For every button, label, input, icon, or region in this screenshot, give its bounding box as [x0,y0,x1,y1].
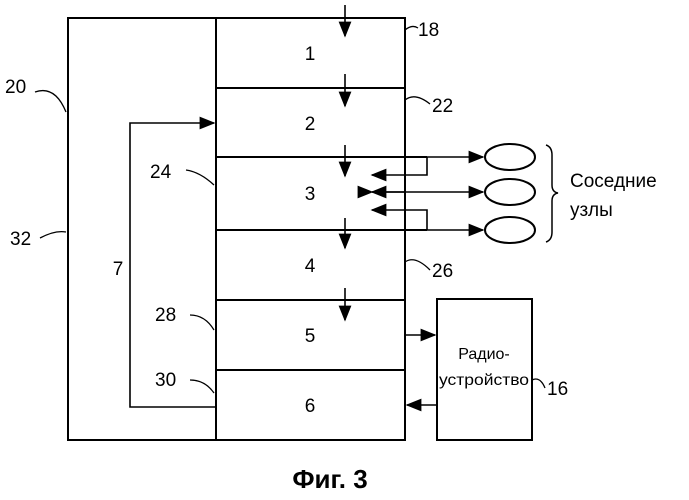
ref-20: 20 [5,77,26,98]
layer-3: 3 [305,184,316,205]
radio-device-box [437,299,532,440]
neighbor-node [485,217,535,243]
leader-lines [35,26,545,393]
ref-30: 30 [155,370,176,391]
loop-label: 7 [113,259,124,280]
radio-label-1: Радио- [458,346,510,363]
layer-4: 4 [305,256,316,277]
neighbor-links [372,157,483,230]
ref-26: 26 [432,261,453,282]
neighbor-node [485,179,535,205]
neighbors-label-1: Соседние [570,171,657,192]
brace [546,145,558,242]
ref-22: 22 [432,96,453,117]
ref-16: 16 [547,379,568,400]
ref-24: 24 [150,162,172,183]
ref-18: 18 [418,20,439,41]
ref-32: 32 [10,229,31,250]
layer-1: 1 [305,44,316,65]
layer-5: 5 [305,326,316,347]
neighbors-label-2: узлы [570,200,613,221]
feedback-loop-arrow [130,123,216,407]
radio-label-2: устройство [439,372,529,389]
layer-2: 2 [305,114,316,135]
figure-caption: Фиг. 3 [292,464,367,494]
neighbor-node [485,144,535,170]
layer-6: 6 [305,396,316,417]
ref-28: 28 [155,305,176,326]
